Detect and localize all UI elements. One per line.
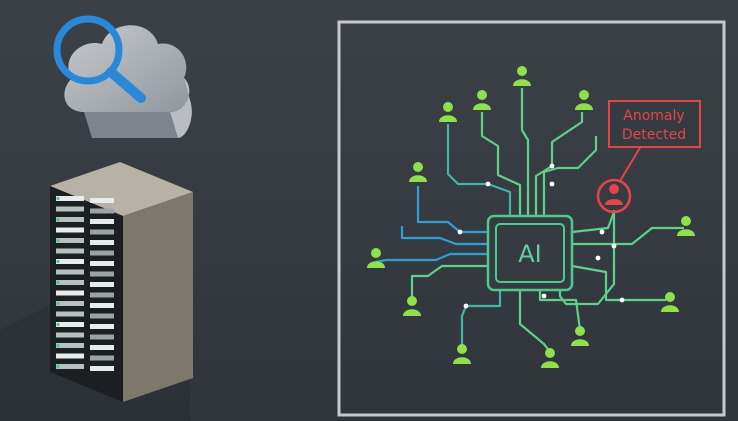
circuit-trace <box>480 112 522 216</box>
server-slot <box>90 345 114 350</box>
server-rack-icon <box>50 162 193 402</box>
server-slot <box>56 311 84 317</box>
server-slot <box>90 355 114 361</box>
user-icon <box>575 90 593 110</box>
circuit-trace <box>446 124 512 216</box>
circuit-lines <box>375 88 684 353</box>
server-slot <box>56 227 84 233</box>
server-slot <box>90 313 114 319</box>
junction-dot <box>463 303 469 309</box>
server-slot <box>90 303 114 308</box>
server-slot <box>56 248 84 254</box>
server-led <box>56 343 60 348</box>
server-slot <box>90 219 114 224</box>
server-slot <box>90 271 114 277</box>
circuit-trace <box>416 186 488 234</box>
server-led <box>56 238 60 243</box>
server-slot <box>90 250 114 256</box>
junction-dot <box>485 181 491 187</box>
circuit-trace <box>538 290 582 331</box>
user-icon <box>367 248 385 268</box>
circuit-trace <box>558 210 616 306</box>
circuit-trace <box>572 226 684 246</box>
junction-dot <box>457 229 463 235</box>
user-icon <box>409 162 427 182</box>
server-slot <box>90 261 114 266</box>
server-slot <box>56 196 84 201</box>
user-icon <box>541 348 559 368</box>
server-led <box>56 217 60 222</box>
server-slot <box>56 280 84 285</box>
server-slot <box>56 353 84 359</box>
server-slot <box>56 290 84 296</box>
junction-dots <box>457 163 625 309</box>
server-slot <box>56 259 84 264</box>
circuit-trace <box>571 264 666 302</box>
server-led <box>56 196 60 201</box>
server-led <box>56 259 60 264</box>
user-icon <box>453 344 471 364</box>
junction-dot <box>595 255 601 261</box>
circuit-trace <box>571 211 616 234</box>
server-slot <box>56 217 84 222</box>
server-led <box>56 280 60 285</box>
anomaly-line1: Anomaly <box>623 108 684 124</box>
server-slot <box>56 322 84 327</box>
circuit-trace <box>375 252 488 264</box>
circuit-trace <box>410 264 488 304</box>
anomaly-line2: Detected <box>622 127 686 143</box>
junction-dot <box>611 243 617 249</box>
alert-pointer <box>619 145 642 182</box>
ai-chip-label: AI <box>518 240 542 268</box>
server-slot <box>56 238 84 243</box>
magnifier-icon <box>53 15 146 103</box>
server-slot <box>90 198 114 203</box>
junction-dot <box>549 163 555 169</box>
circuit-trace <box>518 290 551 353</box>
user-icon <box>513 66 531 86</box>
ai-chip-icon: AI <box>486 214 574 292</box>
alert-user-icon <box>596 178 632 214</box>
anomaly-callout: Anomaly Detected <box>608 100 701 148</box>
server-slot <box>90 208 114 214</box>
circuit-trace <box>542 136 598 216</box>
circuit-trace <box>534 112 584 216</box>
server-slot <box>90 334 114 340</box>
junction-dot <box>541 293 547 299</box>
server-led <box>56 301 60 306</box>
cloud-icon <box>64 25 192 138</box>
user-icon <box>661 292 679 312</box>
server-slot <box>56 332 84 338</box>
server-slot <box>90 282 114 287</box>
server-slot <box>90 324 114 329</box>
user-icon <box>677 216 695 236</box>
user-nodes <box>367 66 695 368</box>
server-slot <box>56 269 84 275</box>
junction-dot <box>599 229 605 235</box>
user-icon <box>403 296 421 316</box>
server-slot <box>90 240 114 245</box>
server-led <box>56 322 60 327</box>
circuit-trace <box>520 88 530 216</box>
junction-dot <box>549 181 555 187</box>
server-slot <box>56 301 84 306</box>
server-led <box>56 364 60 369</box>
server-slot <box>90 292 114 298</box>
user-icon <box>571 326 589 346</box>
circuit-trace <box>400 226 488 246</box>
server-slot <box>56 364 84 369</box>
server-slot <box>56 206 84 212</box>
server-slot <box>90 366 114 371</box>
diagram-frame <box>337 20 726 417</box>
user-icon <box>439 102 457 122</box>
user-icon <box>473 90 491 110</box>
server-slot <box>90 229 114 235</box>
server-slot <box>56 343 84 348</box>
junction-dot <box>619 297 625 303</box>
